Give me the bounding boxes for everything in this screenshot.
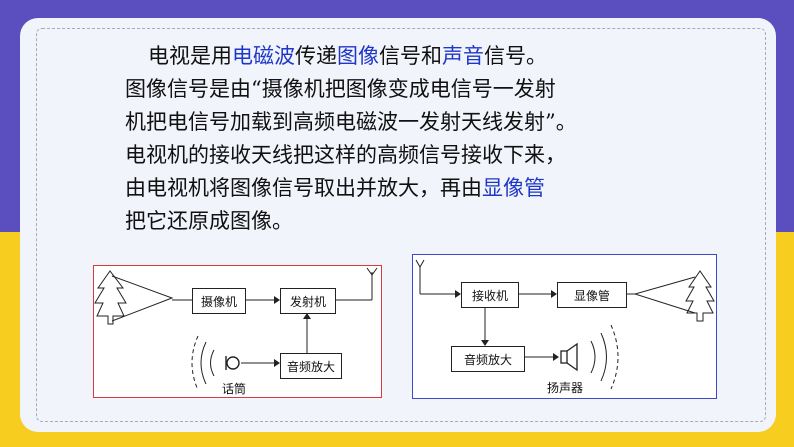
microphone-label: 话筒 bbox=[222, 382, 247, 396]
text-line-6: 把它还原成图像。 bbox=[125, 209, 293, 233]
highlight-electromagnetic-wave: 电磁波 bbox=[232, 44, 295, 68]
antenna-icon bbox=[366, 267, 378, 276]
picture-tube-box: 显像管 bbox=[557, 282, 627, 308]
text-span: 传递 bbox=[295, 44, 337, 68]
tree-icon bbox=[685, 270, 715, 322]
camera-box: 摄像机 bbox=[192, 288, 246, 314]
text-line-5: 由电视机将图像信号取出并放大，再由显像管 bbox=[125, 172, 685, 205]
receiver-wiring bbox=[415, 259, 715, 390]
text-line-4: 电视机的接收天线把这样的高频信号接收下来， bbox=[125, 143, 566, 167]
text-line-3: 机把电信号加载到高频电磁波一发射天线发射”。 bbox=[125, 110, 577, 134]
transmitter-block-diagram: 摄像机 发射机 音频放大 话筒 bbox=[93, 265, 382, 398]
highlight-picture-tube: 显像管 bbox=[482, 176, 545, 200]
speaker-icon bbox=[560, 342, 578, 372]
text-line-2: 图像信号是由“摄像机把图像变成电信号一发射 bbox=[125, 77, 556, 101]
tree-icon bbox=[94, 270, 127, 325]
sound-waves-icon bbox=[191, 335, 215, 391]
highlight-sound: 声音 bbox=[442, 44, 484, 68]
transmitter-wiring bbox=[94, 267, 378, 391]
card-dashed-frame bbox=[36, 28, 766, 422]
highlight-image: 图像 bbox=[337, 44, 379, 68]
receiver-block-diagram: 接收机 显像管 音频放大 扬声器 bbox=[412, 254, 717, 399]
sound-waves-icon bbox=[590, 324, 619, 390]
transmitter-box: 发射机 bbox=[280, 288, 336, 314]
camera-lens-cone bbox=[111, 275, 174, 322]
text-line-1: 电视是用电磁波传递图像信号和声音信号。 bbox=[125, 40, 685, 73]
text-span: 由电视机将图像信号取出并放大，再由 bbox=[125, 176, 482, 200]
microphone-icon bbox=[225, 356, 240, 370]
text-span: 电视是用 bbox=[148, 44, 232, 68]
receiver-box: 接收机 bbox=[461, 282, 519, 308]
audio-amp-box: 音频放大 bbox=[451, 346, 525, 372]
speaker-label: 扬声器 bbox=[547, 381, 584, 395]
text-span: 信号。 bbox=[484, 44, 547, 68]
audio-amp-box: 音频放大 bbox=[280, 353, 342, 379]
text-span: 信号和 bbox=[379, 44, 442, 68]
display-cone bbox=[634, 276, 696, 314]
explanation-text: 电视是用电磁波传递图像信号和声音信号。 图像信号是由“摄像机把图像变成电信号一发… bbox=[125, 40, 685, 238]
antenna-icon bbox=[415, 259, 425, 268]
